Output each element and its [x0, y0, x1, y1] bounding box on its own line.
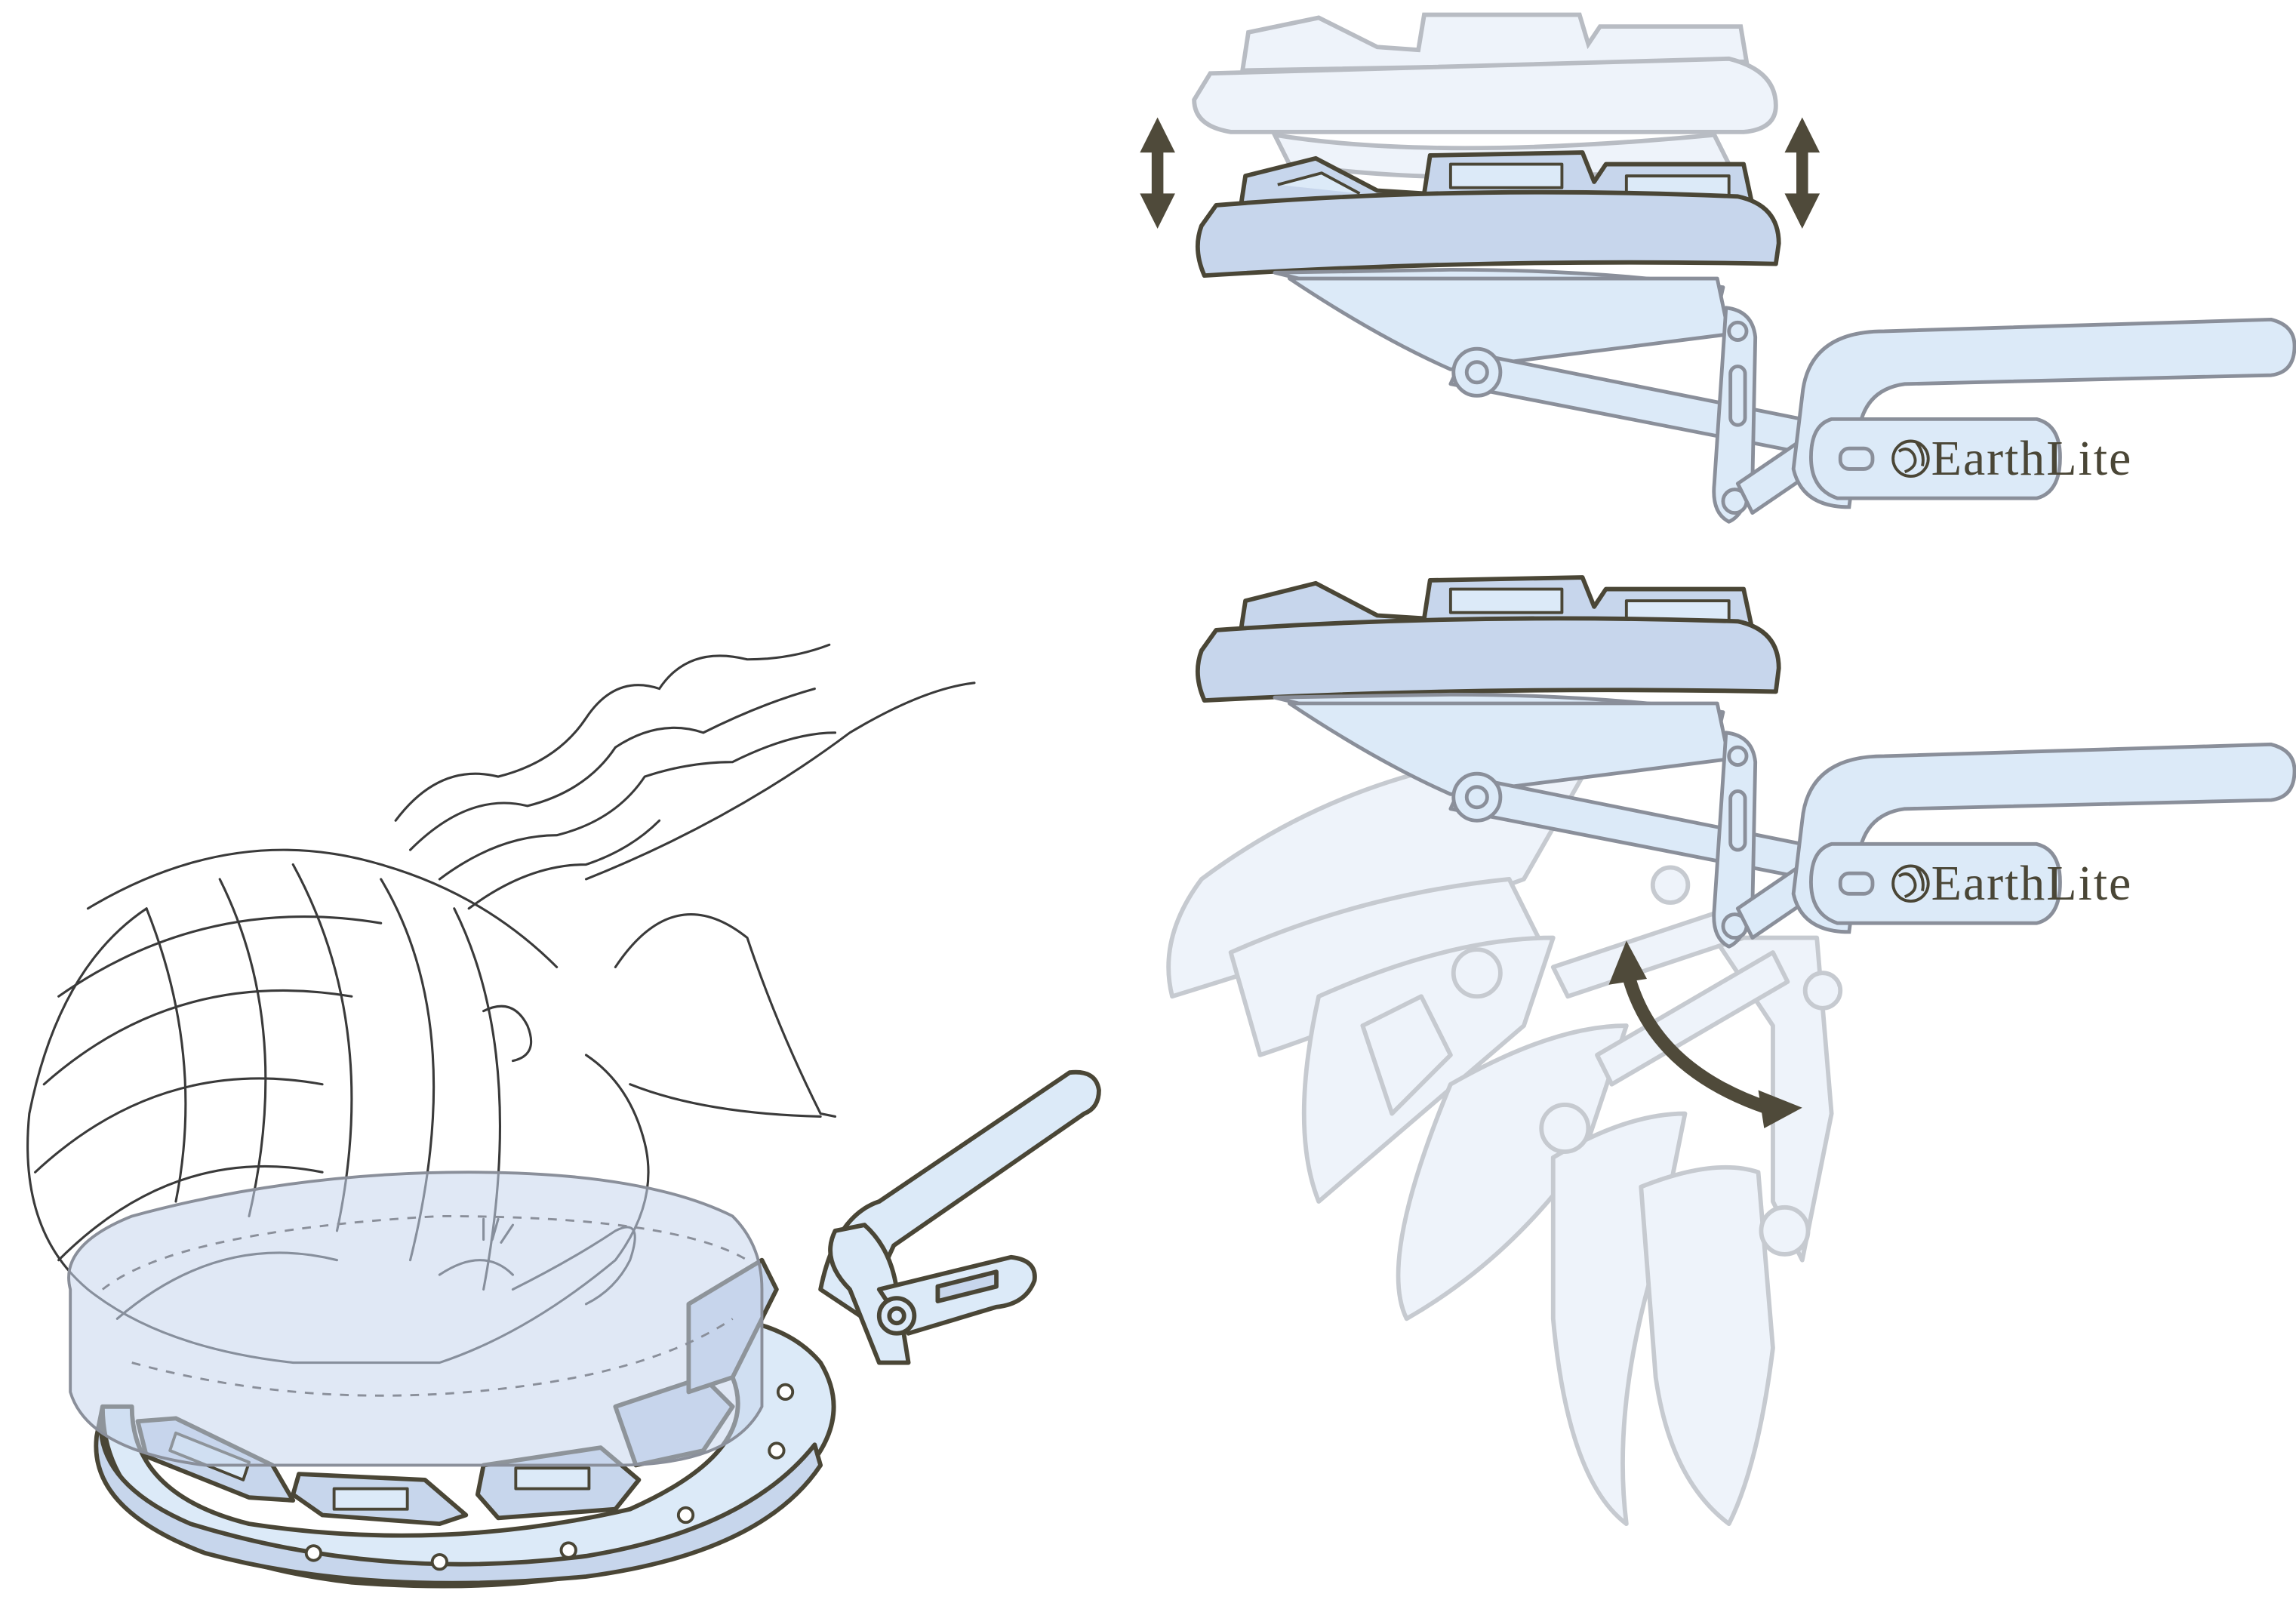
person-in-cradle-illustration [26, 643, 1101, 1589]
brand-label-bottom: EarthLite [1891, 856, 2133, 911]
brand-label-top: EarthLite [1891, 431, 2133, 486]
globe-icon [1891, 439, 1930, 478]
height-adjust-illustration: EarthLite [1140, 12, 2296, 524]
cushion-active-top [1195, 150, 1781, 278]
frame-bottom [1273, 692, 1819, 949]
cradle-base [94, 1316, 836, 1589]
frame-top [1273, 267, 1819, 524]
brand-text-top: EarthLite [1931, 431, 2133, 486]
tilt-arrow-icon [1608, 940, 1802, 1128]
brand-text-bottom: EarthLite [1931, 856, 2133, 911]
face-cushion-translucent [67, 1171, 764, 1467]
arm-bottom [1791, 742, 2296, 934]
cradle-arm [818, 1069, 1101, 1365]
tilt-adjust-illustration: EarthLite [1166, 575, 2296, 1527]
globe-icon [1891, 864, 1930, 903]
height-arrow-icon [1140, 117, 1820, 229]
cushion-active-bottom [1195, 575, 1781, 703]
arm-top [1791, 317, 2296, 509]
